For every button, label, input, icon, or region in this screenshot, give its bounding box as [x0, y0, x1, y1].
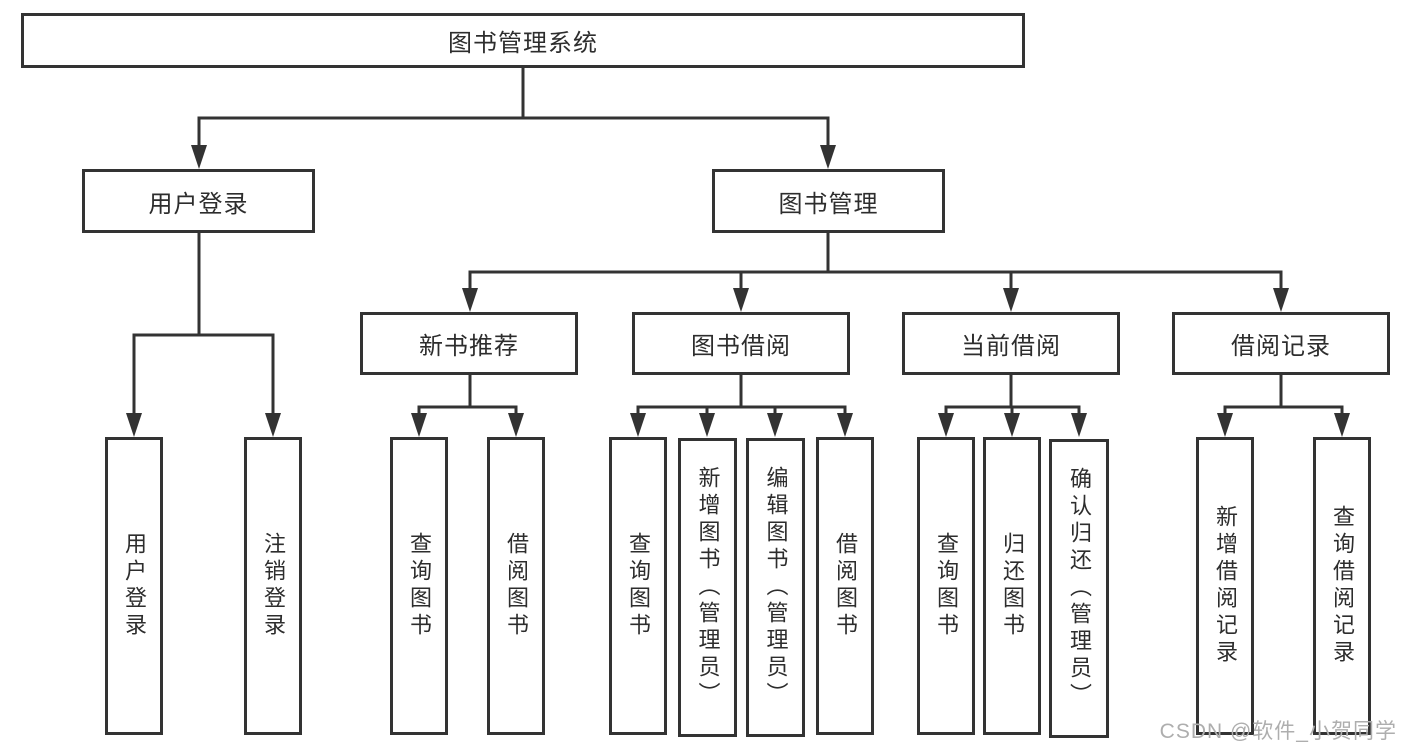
leaf-bb-add-book-admin: 新增图书（管理员） — [678, 438, 737, 737]
leaf-bb-query-book: 查询图书 — [609, 437, 667, 735]
leaf-bb-borrow-book: 借阅图书 — [816, 437, 874, 735]
node-new-book-recommend: 新书推荐 — [360, 312, 578, 375]
node-book-management: 图书管理 — [712, 169, 945, 233]
leaf-cb-return-book: 归还图书 — [983, 437, 1041, 735]
node-book-borrow: 图书借阅 — [632, 312, 850, 375]
leaf-br-add-record: 新增借阅记录 — [1196, 437, 1254, 735]
leaf-nbr-borrow-book: 借阅图书 — [487, 437, 545, 735]
leaf-br-query-record: 查询借阅记录 — [1313, 437, 1371, 735]
csdn-watermark: CSDN @软件_小贺同学 — [1159, 720, 1397, 743]
leaf-cb-confirm-return-admin: 确认归还（管理员） — [1049, 439, 1109, 738]
leaf-user-login: 用户登录 — [105, 437, 163, 735]
leaf-nbr-query-book: 查询图书 — [390, 437, 448, 735]
node-library-management-system: 图书管理系统 — [21, 13, 1025, 68]
node-user-login: 用户登录 — [82, 169, 315, 233]
node-current-borrow: 当前借阅 — [902, 312, 1120, 375]
leaf-cb-query-book: 查询图书 — [917, 437, 975, 735]
leaf-bb-edit-book-admin: 编辑图书（管理员） — [746, 438, 805, 737]
node-borrow-record: 借阅记录 — [1172, 312, 1390, 375]
leaf-logout: 注销登录 — [244, 437, 302, 735]
